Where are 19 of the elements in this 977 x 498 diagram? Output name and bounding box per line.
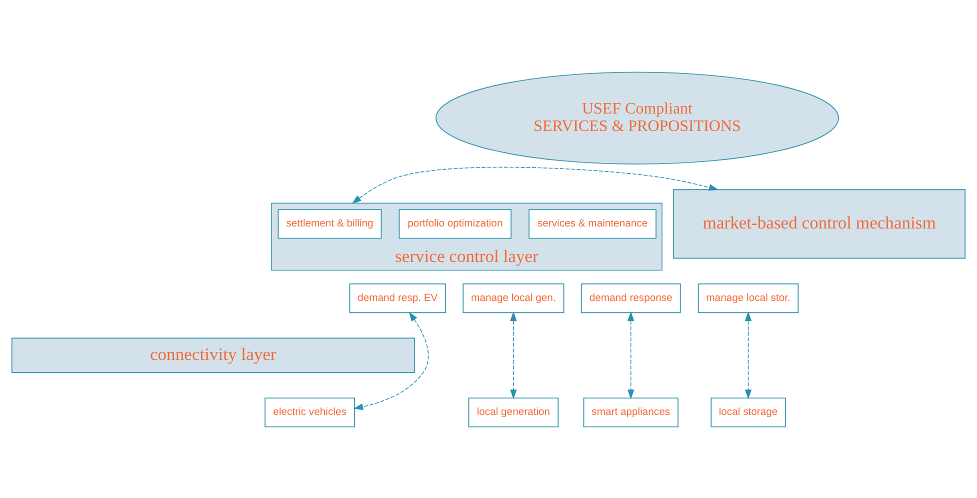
node-box: local generation [468,397,559,427]
node-box: market-based control mechanism [673,188,966,258]
arrow [510,310,517,399]
arrow [353,311,429,410]
node-box: connectivity layer [11,337,415,372]
node-ellipse: USEF Compliant SERVICES & PROPOSITIONS [436,71,839,164]
arrow [352,166,719,204]
node-box: portfolio optimization [398,208,512,238]
node-box: manage local gen. [462,282,564,313]
node-box: local storage [710,397,786,427]
node-box: smart appliances [583,397,678,427]
node-box: settlement & billing [278,208,382,238]
arrow [628,310,634,399]
arrow [744,310,752,399]
node-box: manage local stor. [698,282,799,313]
node-box: services & maintenance [528,208,656,238]
node-box: demand resp. EV [349,282,446,313]
node-box: demand response [580,282,681,313]
node-box: electric vehicles [264,397,355,427]
